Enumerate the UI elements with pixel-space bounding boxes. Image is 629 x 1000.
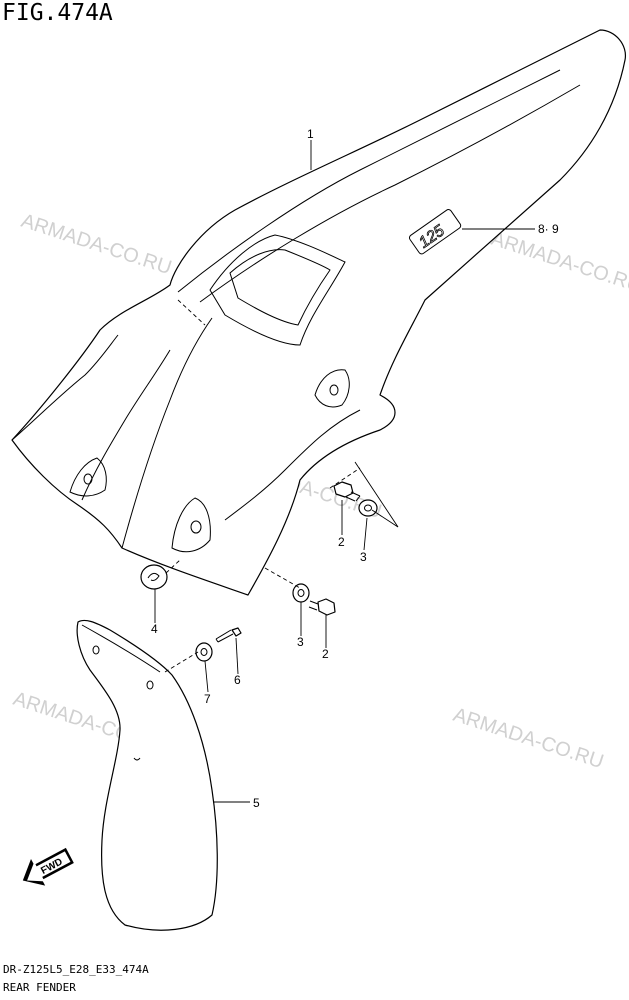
callout-2-upper: 2 — [338, 535, 345, 549]
lower-bolt-head — [317, 598, 336, 616]
mud-flap — [76, 619, 218, 931]
grommet-detail — [147, 572, 160, 581]
fender-hidden-edge — [177, 299, 206, 326]
assembly-lines — [164, 467, 361, 673]
upper-washer — [358, 499, 378, 517]
fender-side-panel — [121, 317, 213, 549]
leader-7 — [204, 660, 209, 693]
fender-seat-recess — [209, 234, 346, 346]
watermark-1: ARMADA-CO.RU — [18, 210, 174, 279]
fender-mount-tab-center — [171, 497, 211, 553]
callout-3-upper: 3 — [360, 550, 367, 564]
mud-flap-mark — [133, 757, 141, 761]
callout-4: 4 — [151, 622, 158, 636]
flap-washer-inner — [200, 648, 208, 656]
upper-bolt-shank — [345, 491, 361, 502]
callout-3-lower: 3 — [297, 635, 304, 649]
mud-flap-body — [76, 619, 218, 931]
callout-1: 1 — [307, 127, 314, 141]
callout-2-lower: 2 — [322, 647, 329, 661]
watermark-5: ARMADA-CO.RU — [450, 704, 606, 773]
lower-bolt-shank — [308, 600, 319, 611]
grommet — [140, 564, 168, 590]
assembly-line-flap — [164, 651, 199, 673]
upper-bolt — [333, 481, 361, 502]
watermark-2: ARMADA-CO.RU — [488, 228, 629, 297]
mud-flap-fold — [81, 624, 161, 673]
fender-mount-tab-left — [69, 457, 107, 497]
callout-7: 7 — [204, 692, 211, 706]
mud-flap-hole-1 — [92, 645, 100, 655]
fwd-arrow: FWD — [22, 847, 74, 886]
callout-6: 6 — [234, 673, 241, 687]
assembly-line-upper — [329, 467, 361, 489]
fender-top-ridge-2 — [199, 84, 581, 303]
figure-name: REAR FENDER — [3, 981, 76, 994]
upper-bolt-head — [333, 481, 354, 498]
fender-mount-hole-center — [190, 520, 202, 534]
mud-flap-hole-2 — [146, 680, 154, 690]
flap-washer — [195, 642, 213, 662]
fender-inner-edge — [81, 349, 171, 501]
callout-8-9: 8· 9 — [538, 222, 559, 236]
flap-washer-outer — [195, 642, 213, 662]
fender-left-wing — [11, 334, 119, 441]
upper-washer-outer — [358, 499, 378, 517]
fender-mount-tab-right — [314, 369, 350, 408]
callouts: 1 8· 9 2 3 4 3 2 7 6 5 — [151, 127, 559, 810]
flap-screw — [215, 627, 242, 643]
fender-mount-hole-left — [83, 473, 93, 485]
leader-upper-group — [354, 461, 399, 528]
figure-title: FIG.474A — [2, 0, 113, 26]
grommet-body — [140, 564, 168, 590]
lower-washer-inner — [297, 589, 305, 597]
leader-lines — [154, 140, 535, 803]
lower-washer — [292, 583, 310, 603]
flap-screw-shank — [215, 629, 234, 643]
assembly-line-grommet — [165, 559, 181, 574]
fwd-arrow-shadow — [27, 851, 71, 882]
flap-screw-head — [231, 627, 242, 637]
fender-seat-recess-inner — [229, 249, 331, 326]
leader-3-upper — [363, 517, 368, 551]
fender-top-ridge — [177, 69, 561, 293]
upper-washer-inner — [364, 504, 372, 512]
lower-washer-outer — [292, 583, 310, 603]
leader-6 — [235, 637, 239, 675]
rear-fender-body — [11, 29, 627, 596]
rear-fender: 125 — [11, 29, 627, 596]
fender-mount-hole-right — [329, 384, 339, 396]
lower-bolt — [308, 598, 336, 616]
assembly-line-lower — [264, 567, 301, 589]
callout-5: 5 — [253, 796, 260, 810]
fender-rear-lip — [224, 409, 361, 521]
figure-code: DR-Z125L5_E28_E33_474A — [3, 963, 149, 976]
